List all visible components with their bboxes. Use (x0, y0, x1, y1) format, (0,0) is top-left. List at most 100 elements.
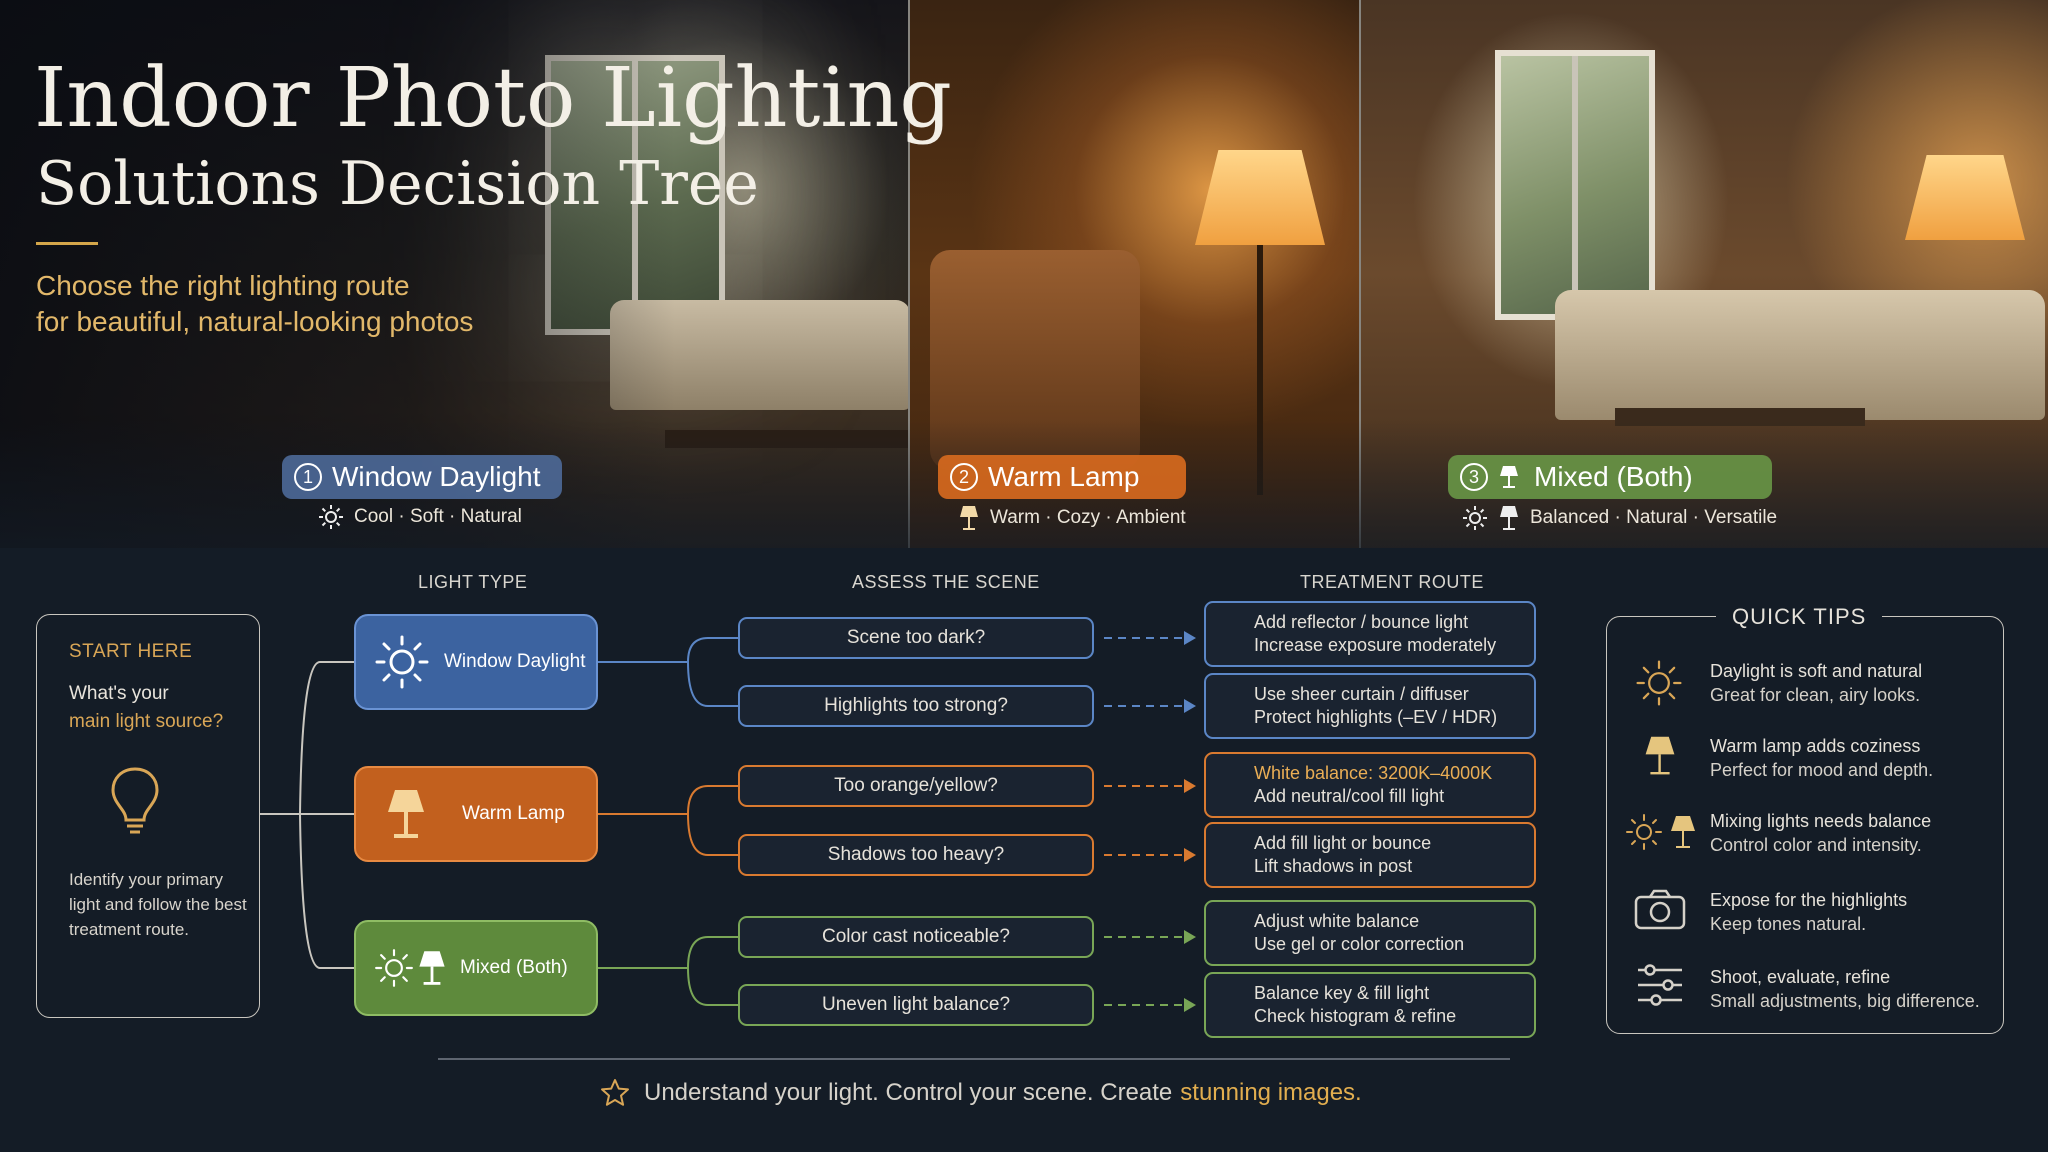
sun-lamp-icon (374, 948, 446, 988)
column-header-light-type: LIGHT TYPE (418, 572, 528, 592)
treatment-line2: Add neutral/cool fill light (1254, 786, 1445, 806)
start-title: START HERE (69, 641, 193, 662)
question-too-orange[interactable]: Too orange/yellow? (738, 765, 1094, 807)
tagline-text: Warm · Cozy · Ambient (990, 507, 1186, 528)
treatment-line1: Use sheer curtain / diffuser (1254, 684, 1469, 704)
treatment-line2: Increase exposure moderately (1254, 635, 1497, 655)
sun-lamp-icon (1626, 814, 1695, 850)
hero-banner: Indoor Photo Lighting Solutions Decision… (0, 0, 2048, 548)
footer-highlight: stunning images. (1180, 1079, 1362, 1106)
light-type-mixed[interactable]: Mixed (Both) (354, 920, 598, 1016)
arrow-heads (1184, 631, 1196, 1012)
sun-icon (1636, 660, 1682, 706)
question-uneven-balance[interactable]: Uneven light balance? (738, 984, 1094, 1026)
tip-line1: Daylight is soft and natural (1710, 661, 1923, 681)
lamp-pole-shape (1257, 245, 1263, 495)
title-rule (36, 242, 98, 245)
camera-icon (1634, 889, 1686, 930)
lamp-icon (1500, 466, 1518, 488)
treatment-line1: Add fill light or bounce (1254, 833, 1432, 853)
treatment-route[interactable]: White balance: 3200K–4000K Add neutral/c… (1204, 752, 1536, 818)
tip-line1: Mixing lights needs balance (1710, 811, 1932, 831)
start-description: Identify your primary light and follow t… (69, 870, 247, 939)
treatment-route[interactable]: Add reflector / bounce light Increase ex… (1204, 601, 1536, 667)
question-color-cast[interactable]: Color cast noticeable? (738, 916, 1094, 958)
branch-daylight (598, 637, 738, 707)
light-type-window-daylight[interactable]: Window Daylight (354, 614, 598, 710)
treatment-line2: Use gel or color correction (1254, 934, 1465, 954)
treatment-line1: White balance: 3200K–4000K (1254, 763, 1493, 783)
tip-item: Warm lamp adds coziness Perfect for mood… (1710, 734, 1933, 782)
page-title-line2: Solutions Decision Tree (36, 149, 759, 219)
treatment-line1: Adjust white balance (1254, 911, 1420, 931)
light-type-label: Warm Lamp (462, 803, 565, 824)
start-branches (260, 661, 354, 969)
footer-text: Understand your light. Control your scen… (644, 1079, 1173, 1106)
treatment-line1: Add reflector / bounce light (1254, 612, 1469, 632)
tagline-text: Cool · Soft · Natural (354, 506, 522, 527)
treatment-route[interactable]: Adjust white balance Use gel or color co… (1204, 900, 1536, 966)
lamp-icon (1645, 736, 1675, 775)
tagline-warm-lamp: Warm · Cozy · Ambient (958, 504, 1186, 532)
treatment-line2: Protect highlights (–EV / HDR) (1254, 707, 1498, 727)
lamp-shade-shape (1905, 155, 2025, 240)
badge-mixed: 3 Mixed (Both) (1448, 455, 1772, 499)
start-question-line1: What's your (69, 683, 169, 704)
footer-tagline: Understand your light. Control your scen… (600, 1078, 1362, 1108)
branch-warm-lamp (598, 785, 738, 856)
treatment-route[interactable]: Balance key & fill light Check histogram… (1204, 972, 1536, 1038)
treatment-route[interactable]: Use sheer curtain / diffuser Protect hig… (1204, 673, 1536, 739)
column-header-treatment: TREATMENT ROUTE (1300, 572, 1484, 592)
badge-label: Warm Lamp (988, 461, 1140, 492)
tip-line2: Perfect for mood and depth. (1710, 760, 1934, 780)
treatment-route[interactable]: Add fill light or bounce Lift shadows in… (1204, 822, 1536, 888)
tip-item: Shoot, evaluate, refine Small adjustment… (1710, 965, 1980, 1013)
tip-line1: Expose for the highlights (1710, 890, 1908, 910)
question-scene-too-dark[interactable]: Scene too dark? (738, 617, 1094, 659)
tip-line2: Small adjustments, big difference. (1710, 991, 1980, 1011)
page-subtitle: Choose the right lighting route for beau… (36, 268, 473, 340)
light-type-label: Mixed (Both) (460, 957, 568, 978)
badge-window-daylight: 1 Window Daylight (282, 455, 562, 499)
start-here-box: START HERE What's your main light source… (36, 614, 260, 1018)
sun-icon (1463, 506, 1487, 530)
tagline-window-daylight: Cool · Soft · Natural (318, 504, 522, 530)
lamp-icon (1500, 506, 1518, 530)
branch-mixed (598, 936, 738, 1006)
subtitle-line1: Choose the right lighting route (36, 270, 410, 301)
question-shadows-too-heavy[interactable]: Shadows too heavy? (738, 834, 1094, 876)
lamp-shade-shape (1195, 150, 1325, 245)
panel-divider (1359, 0, 1361, 548)
lamp-icon (960, 506, 978, 530)
page-title: Indoor Photo Lighting (34, 51, 952, 146)
badge-label: Mixed (Both) (1534, 461, 1693, 492)
dashed-arrows (1104, 637, 1184, 1006)
sun-icon (374, 634, 430, 690)
treatment-line2: Check histogram & refine (1254, 1006, 1457, 1026)
tip-item: Mixing lights needs balance Control colo… (1710, 809, 1931, 857)
tip-line2: Keep tones natural. (1710, 914, 1867, 934)
tip-line1: Shoot, evaluate, refine (1710, 967, 1891, 987)
tagline-text: Balanced · Natural · Versatile (1530, 507, 1778, 528)
question-highlights-too-strong[interactable]: Highlights too strong? (738, 685, 1094, 727)
badge-number: 1 (294, 463, 322, 491)
footer-divider (438, 1058, 1510, 1060)
badge-number: 2 (950, 463, 978, 491)
light-type-warm-lamp[interactable]: Warm Lamp (354, 766, 598, 862)
badge-warm-lamp: 2 Warm Lamp (938, 455, 1186, 499)
start-question-line2: main light source? (69, 711, 224, 732)
lightbulb-icon (111, 767, 159, 834)
subtitle-line2: for beautiful, natural-looking photos (36, 306, 474, 337)
badge-label: Window Daylight (332, 461, 541, 492)
tip-item: Expose for the highlights Keep tones nat… (1710, 888, 1907, 936)
lamp-icon (386, 786, 426, 842)
column-header-assess: ASSESS THE SCENE (852, 572, 1040, 592)
tagline-mixed: Balanced · Natural · Versatile (1462, 504, 1777, 532)
treatment-line1: Balance key & fill light (1254, 983, 1430, 1003)
tip-line1: Warm lamp adds coziness (1710, 736, 1921, 756)
treatment-line2: Lift shadows in post (1254, 856, 1413, 876)
light-type-label: Window Daylight (444, 651, 586, 672)
sun-icon (319, 505, 343, 529)
tip-line2: Control color and intensity. (1710, 835, 1922, 855)
sliders-icon (1638, 964, 1682, 1006)
